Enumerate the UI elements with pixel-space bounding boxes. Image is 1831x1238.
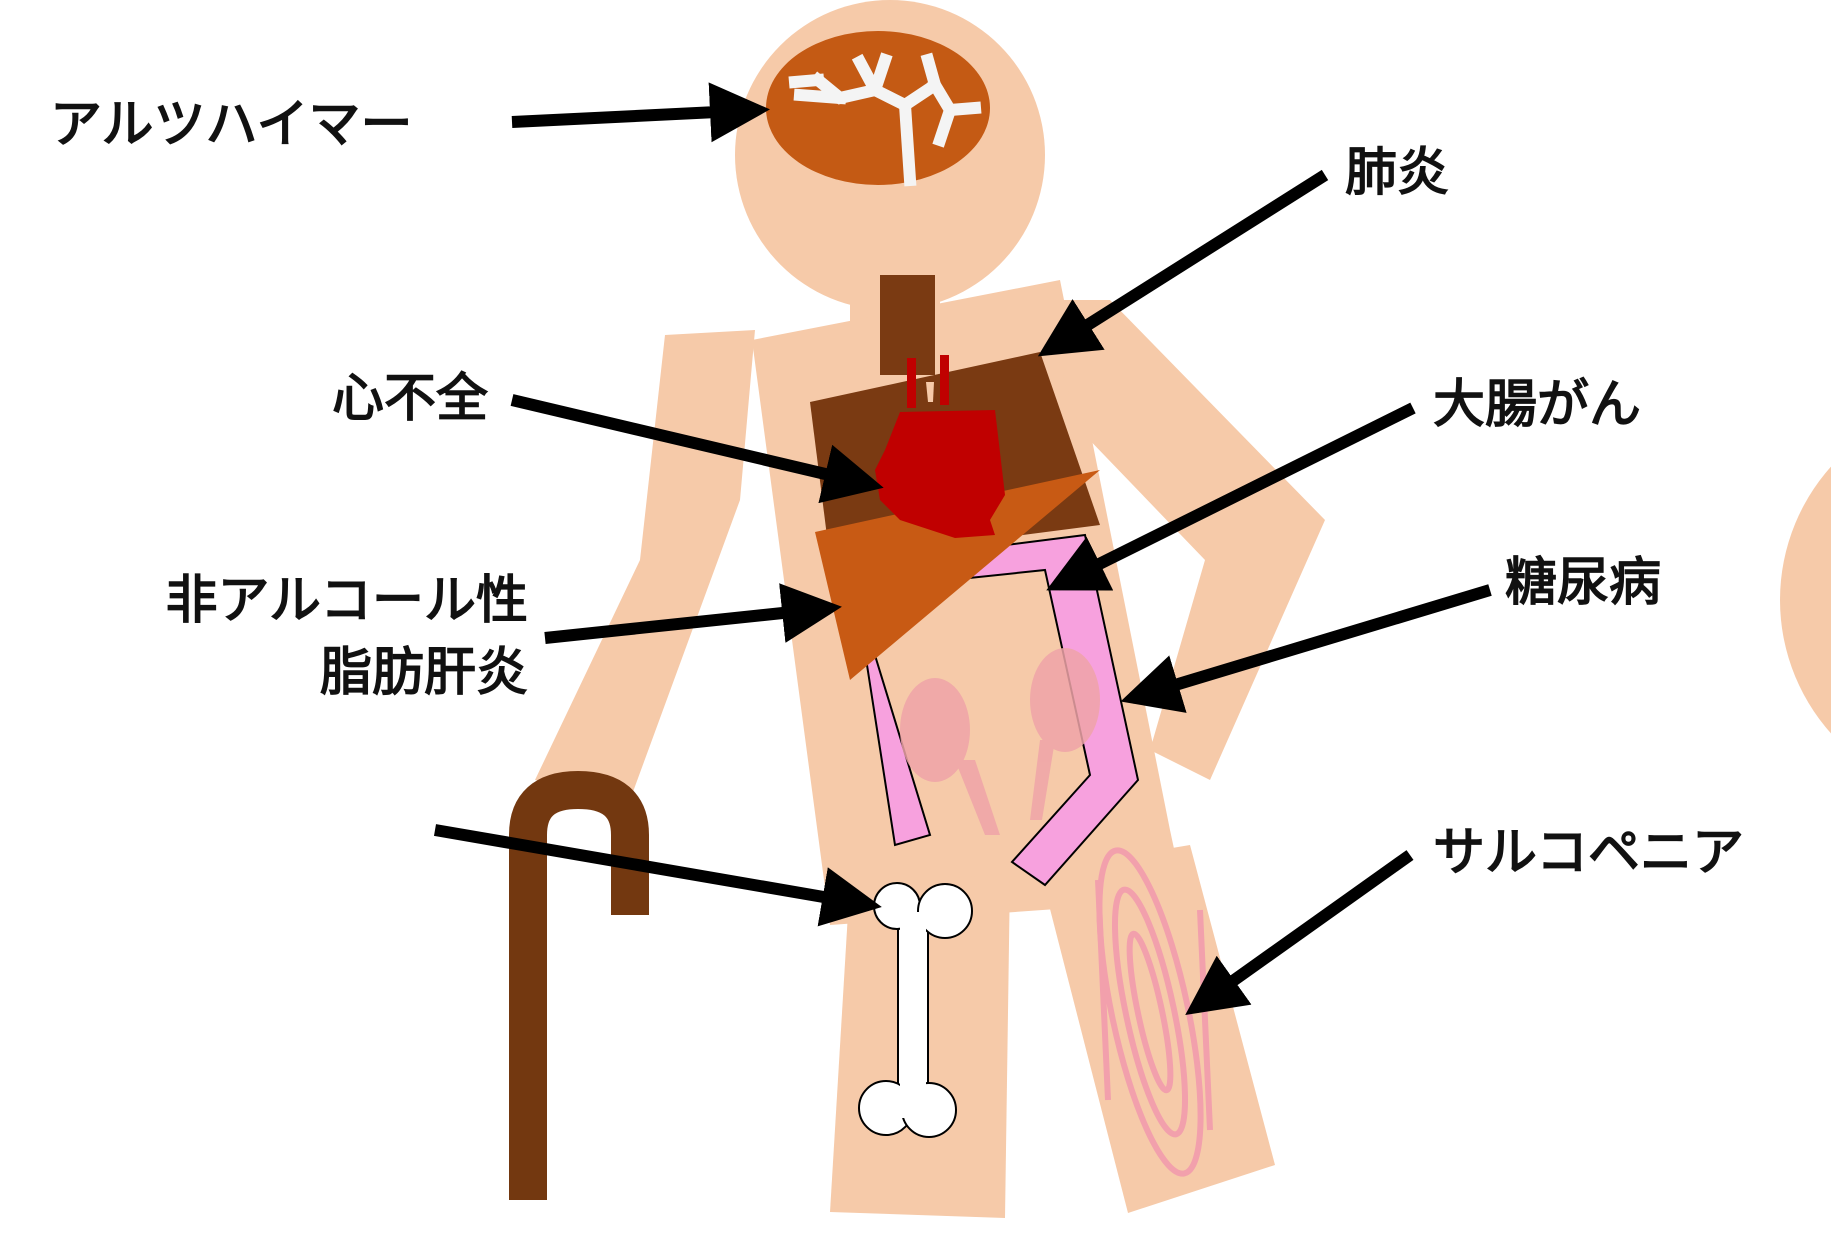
arrow-sarcopenia: [1195, 855, 1410, 1008]
label-heart-failure: 心不全: [332, 369, 489, 429]
arrow-pneumonia: [1048, 175, 1325, 350]
label-nafld-line1: 非アルコール性: [166, 571, 528, 631]
label-alzheimer: アルツハイマー: [50, 95, 412, 155]
label-sarcopenia: サルコペニア: [1433, 823, 1744, 883]
label-diabetes: 糖尿病: [1505, 553, 1661, 613]
arrow-osteoporosis: [435, 830, 870, 905]
partial-circle-right: [1780, 400, 1831, 800]
label-nafld-line2: 脂肪肝炎: [320, 643, 528, 703]
left-arm: [535, 330, 755, 800]
arrow-alzheimer: [512, 110, 758, 122]
label-pneumonia: 肺炎: [1345, 143, 1449, 203]
label-colon-cancer: 大腸がん: [1433, 375, 1641, 435]
femur-shaft-fill: [900, 912, 926, 1118]
